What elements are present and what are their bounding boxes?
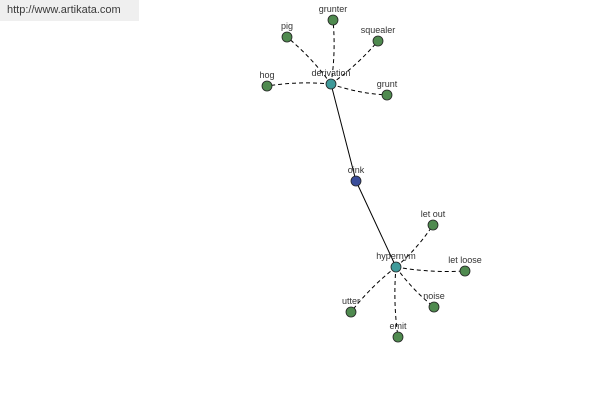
node-grunter[interactable] — [327, 14, 339, 26]
node-squealer[interactable] — [372, 35, 384, 47]
node-utter[interactable] — [345, 306, 357, 318]
label-oink: oink — [348, 165, 365, 175]
node-noise[interactable] — [428, 301, 440, 313]
label-grunt: grunt — [377, 79, 398, 89]
label-utter: utter — [342, 296, 360, 306]
site-url-link[interactable]: http://www.artikata.com — [0, 0, 139, 21]
node-pig[interactable] — [281, 31, 293, 43]
edge-hypernym-noise — [395, 266, 435, 308]
node-let-loose[interactable] — [459, 265, 471, 277]
node-hog[interactable] — [261, 80, 273, 92]
graph-labels: pig grunter squealer hog grunt derivation let … — [259, 4, 481, 331]
node-hypernym[interactable] — [390, 261, 402, 273]
label-let-loose: let loose — [448, 255, 482, 265]
graph-nodes — [261, 14, 471, 343]
edge-derivation-hog — [266, 82, 332, 87]
edge-derivation-pig — [286, 36, 332, 85]
label-emit: emit — [389, 321, 407, 331]
label-grunter: grunter — [319, 4, 348, 14]
edge-oink-derivation — [330, 83, 357, 182]
label-let-out: let out — [421, 209, 446, 219]
edge-oink-hypernym — [355, 180, 397, 268]
label-squealer: squealer — [361, 25, 396, 35]
node-oink[interactable] — [350, 175, 362, 187]
edge-derivation-squealer — [330, 40, 379, 85]
label-derivation: derivation — [311, 68, 350, 78]
node-emit[interactable] — [392, 331, 404, 343]
label-hypernym: hypernym — [376, 251, 416, 261]
edge-derivation-grunter — [330, 19, 335, 85]
node-grunt[interactable] — [381, 89, 393, 101]
edge-hypernym-let-loose — [395, 266, 466, 272]
edge-hypernym-emit — [394, 266, 399, 338]
graph-edges — [266, 19, 466, 338]
label-hog: hog — [259, 70, 274, 80]
label-pig: pig — [281, 21, 293, 31]
label-noise: noise — [423, 291, 445, 301]
node-let-out[interactable] — [427, 219, 439, 231]
node-derivation[interactable] — [325, 78, 337, 90]
